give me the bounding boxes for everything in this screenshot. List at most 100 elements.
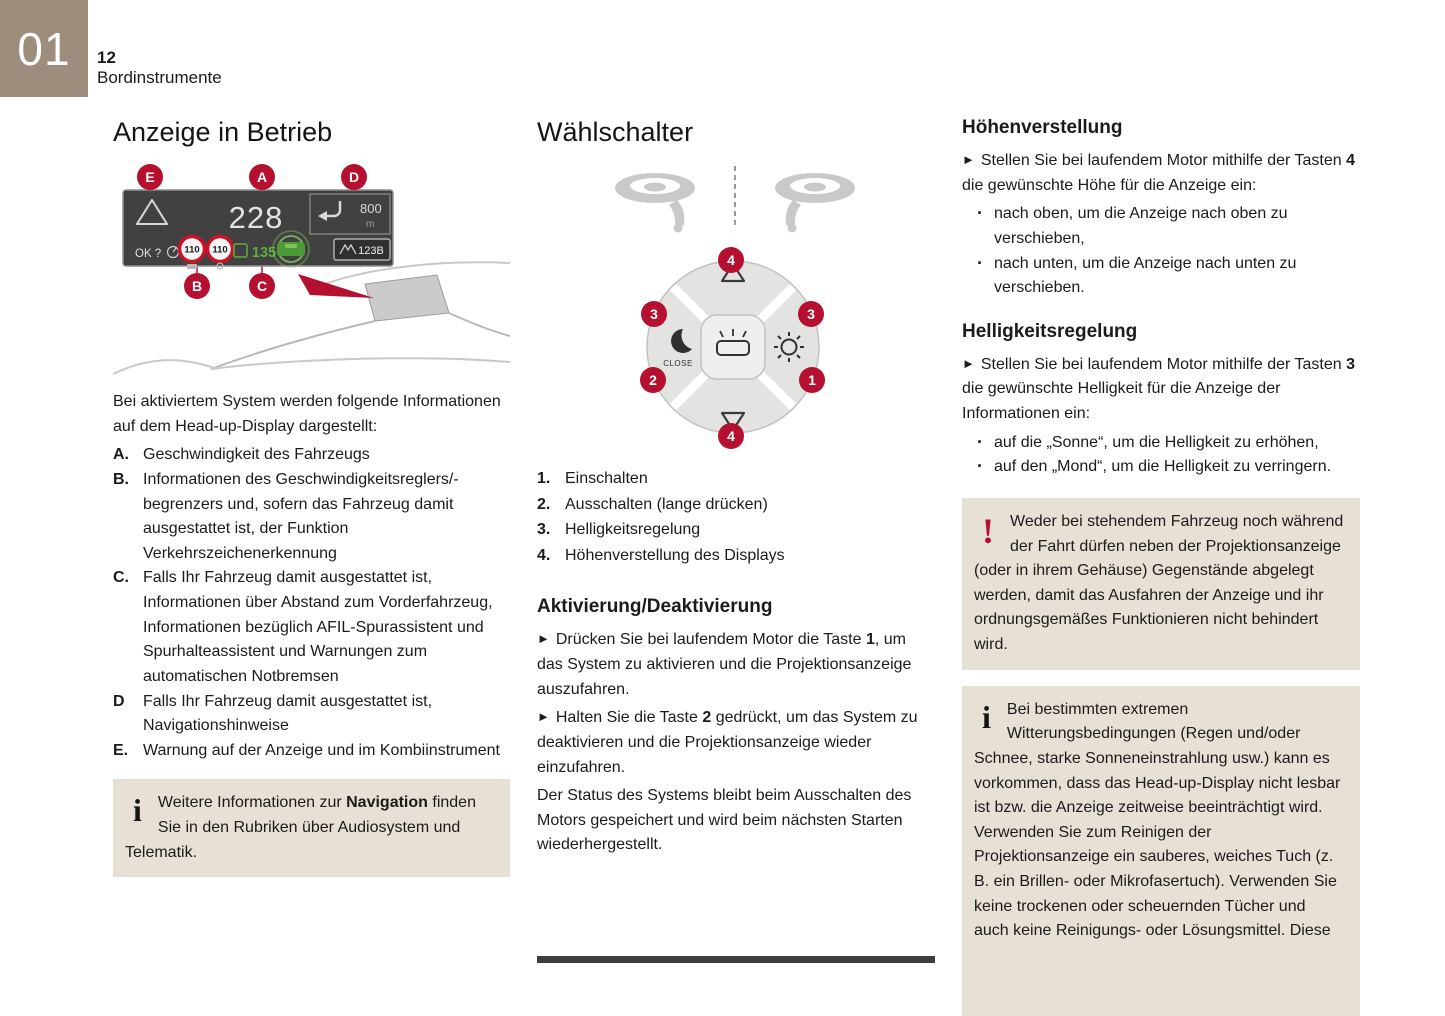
- info-box-text-2: Verwenden Sie zum Reinigen der Projektio…: [974, 823, 1337, 940]
- paragraph-text: , um das System zu aktivieren und die Pr…: [537, 631, 912, 698]
- callout-2: 2: [640, 367, 666, 393]
- numbered-text: Ausschalten (lange drücken): [565, 495, 768, 513]
- info-box-witterung: i Bei bestimmten extremen Witterungsbedi…: [962, 685, 1360, 1016]
- paragraph-bold: 2: [702, 709, 712, 727]
- svg-text:110: 110: [184, 245, 199, 256]
- paragraph-text: gedrückt, um das System zu deaktivieren …: [537, 709, 918, 776]
- list-text: Falls Ihr Fahrzeug damit ausgestattet is…: [143, 569, 493, 685]
- sun-icon: [774, 332, 804, 362]
- info-box-text-1: Bei bestimmten extremen Witterungsbeding…: [974, 700, 1341, 817]
- bullet-item: · auf die „Sonne“, um die Helligkeit zu …: [962, 431, 1360, 456]
- bullet-text: auf die „Sonne“, um die Helligkeit zu er…: [994, 433, 1319, 451]
- info-box-text: Weitere Informationen zur Navigation fin…: [125, 791, 494, 865]
- chapter-number-box: 01: [0, 0, 88, 97]
- paragraph: ►Stellen Sie bei laufendem Motor mithilf…: [962, 353, 1360, 427]
- center-button: [700, 314, 766, 380]
- turn-arrow-icon: [318, 201, 342, 221]
- bullet-dot: ·: [977, 456, 983, 477]
- numbered-item: 4. Höhenverstellung des Displays: [537, 543, 935, 569]
- paragraph-text: die gewünschte Höhe für die Anzeige ein:: [962, 176, 1257, 194]
- paragraph-text: die gewünschte Helligkeit für die Anzeig…: [962, 380, 1281, 422]
- info-box-text-pre: Weitere Informationen zur: [157, 794, 347, 812]
- list-label: E.: [113, 741, 129, 759]
- list-item: C. Falls Ihr Fahrzeug damit ausgestattet…: [113, 566, 510, 689]
- paragraph: Der Status des Systems bleibt beim Aussc…: [537, 787, 912, 854]
- numbered-item: 2. Ausschalten (lange drücken): [537, 492, 935, 518]
- list-item: D Falls Ihr Fahrzeug damit ausgestattet …: [113, 690, 510, 739]
- chapter-number: 01: [17, 22, 71, 75]
- bullet-text: nach unten, um die Anzeige nach unten zu…: [994, 254, 1297, 297]
- list-label: D: [113, 692, 125, 710]
- bullet-dot: ·: [977, 431, 983, 452]
- subheading-hoehenverstellung: Höhenverstellung: [962, 117, 1123, 138]
- info-box-text-post: finden Sie in den Rubriken über Audiosys…: [125, 794, 476, 861]
- info-box-text-bold: Navigation: [346, 794, 428, 812]
- subheading-aktivierung: Aktivierung/Deaktivierung: [537, 596, 773, 618]
- warning-box: ! Weder bei stehendem Fahrzeug noch währ…: [962, 497, 1360, 670]
- selector-figure-svg: CLOSE: [615, 166, 855, 434]
- hud-figure-svg: 228 800 m 123B OK ? 110: [112, 178, 511, 375]
- bullet-dot: ·: [977, 252, 983, 273]
- list-label: A.: [113, 446, 129, 464]
- down-triangle-icon: [720, 411, 746, 432]
- numbered-label: 4.: [537, 546, 551, 564]
- list-item: B. Informationen des Geschwindigkeitsreg…: [113, 468, 510, 567]
- vehicle-distance-icon: [272, 230, 310, 268]
- section-heading-anzeige: Anzeige in Betrieb: [113, 117, 333, 147]
- chapter-title: Bordinstrumente: [97, 68, 222, 87]
- bullet-text: auf den „Mond“, um die Helligkeit zu ver…: [994, 458, 1332, 476]
- paragraph-text: Drücken Sie bei laufendem Motor die Tast…: [555, 631, 866, 649]
- warning-box-text: Weder bei stehendem Fahrzeug noch währen…: [974, 512, 1344, 653]
- bullet-item: · nach unten, um die Anzeige nach unten …: [962, 252, 1360, 301]
- callout-3-left: 3: [641, 301, 667, 327]
- bullet-text: nach oben, um die Anzeige nach oben zu v…: [994, 205, 1288, 247]
- arrow-marker-icon: ►: [537, 709, 550, 725]
- list-item: E. Warnung auf der Anzeige und im Kombii…: [113, 739, 510, 764]
- info-icon: i: [133, 792, 142, 829]
- selector-figure: CLOSE 4 3 2 1 3 4: [537, 164, 935, 456]
- section-heading-waehlschalter: Wählschalter: [537, 117, 694, 147]
- column-left: Anzeige in Betrieb 228 800 m: [112, 117, 511, 878]
- bullet-dot: ·: [977, 203, 983, 224]
- callout-D: D: [341, 164, 367, 190]
- moon-icon: [671, 329, 692, 353]
- page-bottom-artifact: [537, 956, 935, 963]
- numbered-label: 2.: [537, 495, 551, 513]
- list-text: Geschwindigkeit des Fahrzeugs: [143, 446, 370, 464]
- hud-distance-unit: m: [366, 219, 374, 230]
- pointer-arrow: [298, 274, 374, 298]
- hud-road-sign-badge: [333, 238, 391, 261]
- numbered-label: 1.: [537, 470, 551, 487]
- list-item: A. Geschwindigkeit des Fahrzeugs: [113, 443, 510, 468]
- speed-limit-sign-icon: 110: [177, 234, 207, 269]
- steering-wheel-right-icon: [775, 173, 855, 233]
- column-right: Höhenverstellung ►Stellen Sie bei laufen…: [962, 117, 1360, 1016]
- paragraph-bold: 3: [1346, 355, 1356, 373]
- callout-E: E: [137, 164, 163, 190]
- paragraph: ►Drücken Sie bei laufendem Motor die Tas…: [537, 628, 935, 702]
- numbered-text: Einschalten: [565, 470, 648, 487]
- intro-paragraph: Bei aktiviertem System werden folgende I…: [113, 393, 501, 435]
- hud-display-figure: 228 800 m 123B OK ? 110: [112, 164, 511, 382]
- column-middle: Wählschalter: [537, 117, 935, 862]
- hud-cruise-speed-value: 135: [252, 245, 276, 261]
- numbered-item: 3. Helligkeitsregelung: [537, 517, 935, 543]
- numbered-text: Helligkeitsregelung: [565, 521, 701, 539]
- numbered-text: Höhenverstellung des Displays: [565, 546, 785, 564]
- list-text: Informationen des Geschwindigkeitsregler…: [143, 470, 459, 562]
- close-label: CLOSE: [663, 359, 693, 368]
- list-text: Warnung auf der Anzeige und im Kombiinst…: [143, 741, 500, 759]
- steering-wheel-left-icon: [615, 173, 695, 233]
- callout-C: C: [249, 273, 275, 299]
- paragraph: ►Halten Sie die Taste 2 gedrückt, um das…: [537, 706, 935, 780]
- callout-A: A: [249, 164, 275, 190]
- callout-B: B: [184, 273, 210, 299]
- paragraph: ►Stellen Sie bei laufendem Motor mithilf…: [962, 149, 1360, 198]
- bullet-item: · nach oben, um die Anzeige nach oben zu…: [962, 202, 1360, 251]
- head-up-display-icon: [716, 329, 750, 356]
- hud-nav-panel: [309, 193, 391, 235]
- numbered-item: 1. Einschalten: [537, 466, 935, 492]
- arrow-marker-icon: ►: [962, 152, 975, 167]
- list-text: Falls Ihr Fahrzeug damit ausgestattet is…: [143, 692, 433, 735]
- callout-1: 1: [799, 367, 825, 393]
